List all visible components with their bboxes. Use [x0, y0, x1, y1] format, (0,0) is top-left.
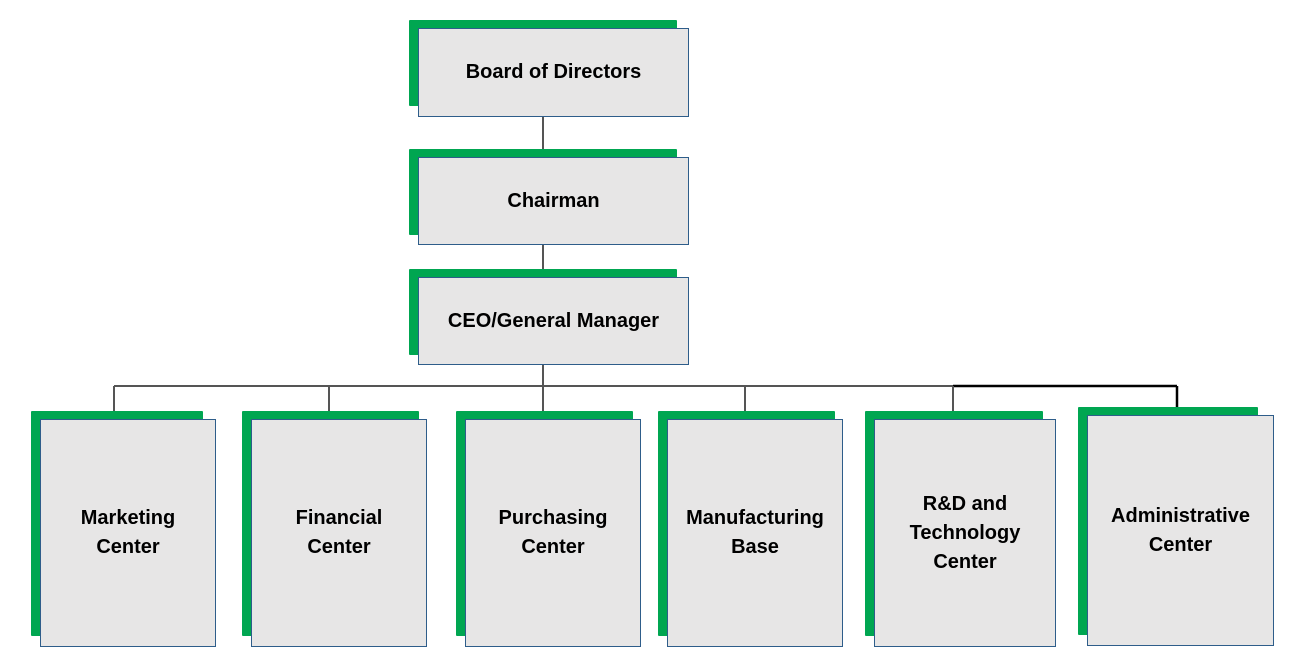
node-label: Administrative Center — [1111, 504, 1250, 556]
node-label: Manufacturing Base — [686, 507, 824, 558]
node-board-of-directors: Board of Directors — [409, 20, 689, 117]
node-manufacturing-base: Manufacturing Base — [658, 411, 844, 648]
node-label: Board of Directors — [465, 61, 642, 83]
node-label: Financial Center — [295, 507, 383, 558]
node-label: Purchasing Center — [498, 507, 608, 558]
node-label: CEO/General Manager — [447, 309, 660, 332]
node-chairman: Chairman — [409, 149, 689, 246]
node-purchasing-center: Purchasing Center — [456, 411, 642, 648]
node-financial-center: Financial Center — [242, 411, 428, 648]
node-label: Chairman — [507, 189, 600, 212]
node-ceo-general-manager: CEO/General Manager — [409, 269, 689, 366]
node-administrative-center: Administrative Center — [1078, 407, 1274, 647]
node-rnd-technology-center: R&D and Technology Center — [865, 411, 1057, 648]
node-label: R&D and Technology Center — [909, 492, 1021, 573]
node-label: Marketing Center — [80, 507, 176, 558]
node-marketing-center: Marketing Center — [31, 411, 217, 648]
